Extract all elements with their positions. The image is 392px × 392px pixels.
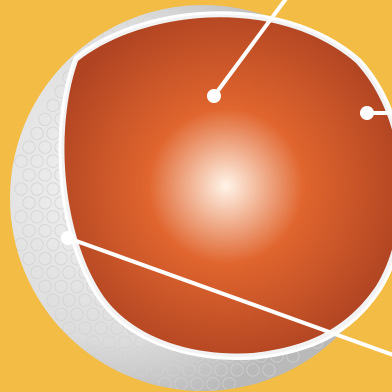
- golf-ball-core: [64, 17, 392, 353]
- mantle-pointer-dot: [360, 106, 374, 120]
- core-pointer-dot: [207, 89, 221, 103]
- cover-pointer-dot: [61, 231, 75, 245]
